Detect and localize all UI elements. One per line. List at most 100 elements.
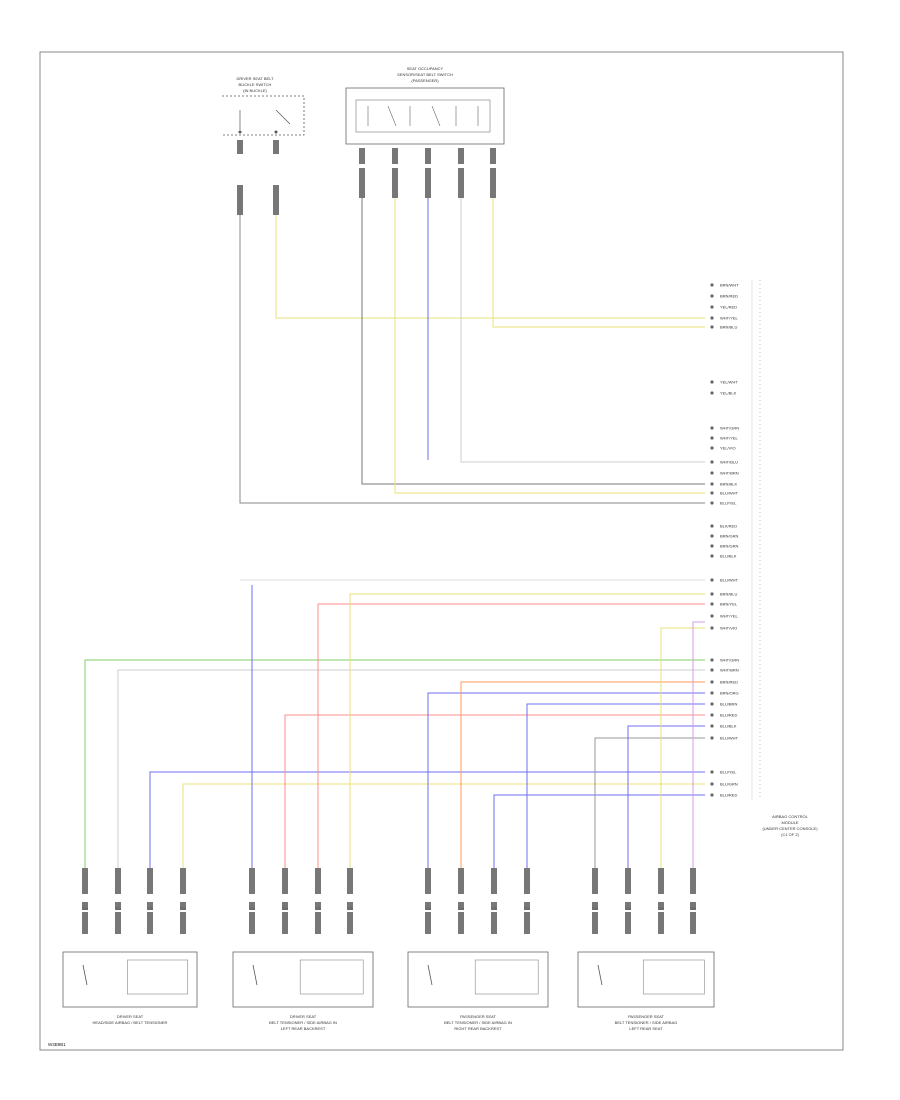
wire-label: YEL/BLK	[720, 391, 737, 396]
splice-dot	[710, 325, 714, 329]
component-label: LEFT REAR BACKREST	[281, 1026, 326, 1031]
wire-label: WHT/VIO	[720, 626, 737, 631]
connector-pin	[458, 902, 464, 910]
pin-label: T2b	[658, 907, 664, 911]
pin-label: T2b	[315, 907, 321, 911]
connector-pin	[237, 140, 243, 154]
wire-label: WHT/GRN	[720, 658, 739, 663]
connector-pin	[282, 868, 288, 894]
connector-pin	[282, 902, 288, 910]
connector-pin	[147, 902, 153, 910]
component-label: LEFT REAR SEAT	[629, 1026, 663, 1031]
top-switch-2: SEAT OCCUPANCY SENSOR/SEAT BELT SWITCH (…	[345, 66, 505, 198]
connector-pin	[347, 868, 353, 894]
connector-pin	[592, 902, 598, 910]
wire-label: BLU/WHT	[720, 578, 739, 583]
connector-pin	[524, 902, 530, 910]
splice-dot	[710, 626, 714, 630]
connector-pin	[180, 902, 186, 910]
component-label: PASSENGER SEAT	[628, 1014, 664, 1019]
wire-label: WHT/YEL	[720, 316, 739, 321]
connector-pin	[115, 902, 121, 910]
connector-pin	[180, 868, 186, 894]
pin-label: T2a	[458, 907, 464, 911]
top-switch-1: DRIVER SEAT BELT BUCKLE SWITCH (IN BUCKL…	[222, 76, 305, 215]
splice-dot	[710, 316, 714, 320]
connector-pin	[592, 912, 598, 934]
connector-pin	[249, 868, 255, 894]
connector-pin	[625, 868, 631, 894]
pin-label: T2a	[249, 907, 255, 911]
splice-dot	[710, 380, 714, 384]
top-switch-1-label-3: (IN BUCKLE)	[243, 88, 267, 93]
pin-label: T2a	[115, 907, 121, 911]
splice-dot	[710, 602, 714, 606]
connector-pin	[425, 912, 431, 934]
wire-label: BLU/BRN	[720, 702, 737, 707]
wire-label: BLU/WHT	[720, 736, 739, 741]
connector-pin	[315, 912, 321, 934]
pin-label: T2a	[82, 907, 88, 911]
pin-label: T2b	[180, 907, 186, 911]
connector-pin	[592, 868, 598, 894]
wire-label: BLU/YEL	[720, 770, 737, 775]
connector-pin	[491, 868, 497, 894]
wire-label: WHT/YEL	[720, 436, 739, 441]
connector-pin	[625, 912, 631, 934]
splice-dot	[710, 658, 714, 662]
diagram-frame	[39, 51, 844, 1051]
connector-pin	[82, 912, 88, 934]
connector-pin	[82, 902, 88, 910]
wire-label: YEL/WHT	[720, 380, 738, 385]
connector-pin	[282, 912, 288, 934]
control-module-label-4: (C1 OF 2)	[781, 832, 799, 837]
footer-code: W3B9B1	[48, 1042, 66, 1047]
splice-dot	[710, 554, 714, 558]
component-label: BELT TENSIONER / SIDE AIRBAG IN	[444, 1020, 512, 1025]
connector-pin	[249, 902, 255, 910]
splice-dot	[710, 471, 714, 475]
splice-dot	[710, 391, 714, 395]
wire-label: BRN/GRN	[720, 534, 739, 539]
splice-dot	[710, 724, 714, 728]
connector-pin	[425, 868, 431, 894]
splice-dot	[710, 534, 714, 538]
splice-dot	[710, 294, 714, 298]
connector-pin	[115, 912, 121, 934]
splice-dot	[710, 482, 714, 486]
connector-pin	[249, 912, 255, 934]
component-label: BELT TENSIONER / SIDE AIRBAG	[615, 1020, 678, 1025]
bottom-wires	[84, 579, 705, 868]
wire-label: BLK/RED	[720, 524, 737, 529]
wire-label: BLU/RED	[720, 713, 737, 718]
wire-label: YEL/RED	[720, 305, 737, 310]
component-label: DRIVER SEAT	[117, 1014, 144, 1019]
pin-label: T2b	[147, 907, 153, 911]
wire-label: WHT/BRN	[720, 471, 739, 476]
splice-dot	[710, 524, 714, 528]
connector-pin	[273, 185, 279, 215]
pin-label: T2a	[425, 907, 431, 911]
wire-label: WHT/BRN	[720, 668, 739, 673]
connector-pin	[458, 868, 464, 894]
splice-dot	[710, 782, 714, 786]
control-module-label-3: (UNDER CENTER CONSOLE)	[762, 826, 818, 831]
wire-label: BRN/RED	[720, 294, 738, 299]
top-switch-1-label-1: DRIVER SEAT BELT	[236, 76, 274, 81]
connector-pin	[115, 868, 121, 894]
wire-label: BLU/BLK	[720, 554, 737, 559]
pin-label: T2b	[524, 907, 530, 911]
connector-pin	[690, 902, 696, 910]
connector-pin	[425, 902, 431, 910]
splice-dot	[710, 592, 714, 596]
connector-pin	[690, 912, 696, 934]
pin-label: T2a	[625, 907, 631, 911]
pin-label: T2a	[592, 907, 598, 911]
wire-label: BLU/WHT	[720, 491, 739, 496]
top-switch-2-label-2: SENSOR/SEAT BELT SWITCH	[397, 72, 453, 77]
splice-dot	[710, 460, 714, 464]
wire-label: WHT/YEL	[720, 614, 739, 619]
wire-label: BLU/RED	[720, 793, 737, 798]
